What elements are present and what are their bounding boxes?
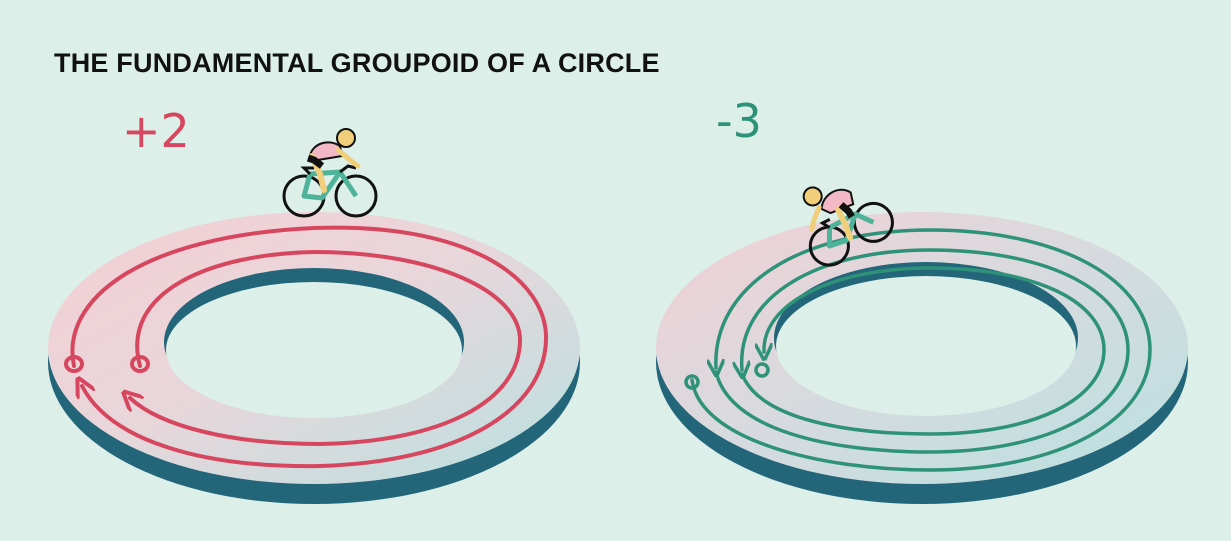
path-negative-inner [740,266,1106,436]
page-title: THE FUNDAMENTAL GROUPOID OF A CIRCLE [54,48,660,78]
cyclist-left-icon [282,128,378,218]
ring-right [656,212,1188,504]
path-positive-outer [70,225,549,469]
start-point-outer [64,355,85,373]
ring-right-hole [776,276,1076,416]
path-positive [64,225,549,469]
start-point-inner [130,355,151,373]
end-point-negative [754,362,770,378]
start-point-negative [684,374,700,390]
path-positive-inner [130,249,523,447]
cyclist-right-icon [802,186,894,267]
winding-label-positive: +2 [122,104,190,158]
winding-label-negative: -3 [716,94,762,148]
path-negative-outer [690,228,1152,472]
ring-left [48,212,580,504]
ring-left-hole [166,282,462,418]
